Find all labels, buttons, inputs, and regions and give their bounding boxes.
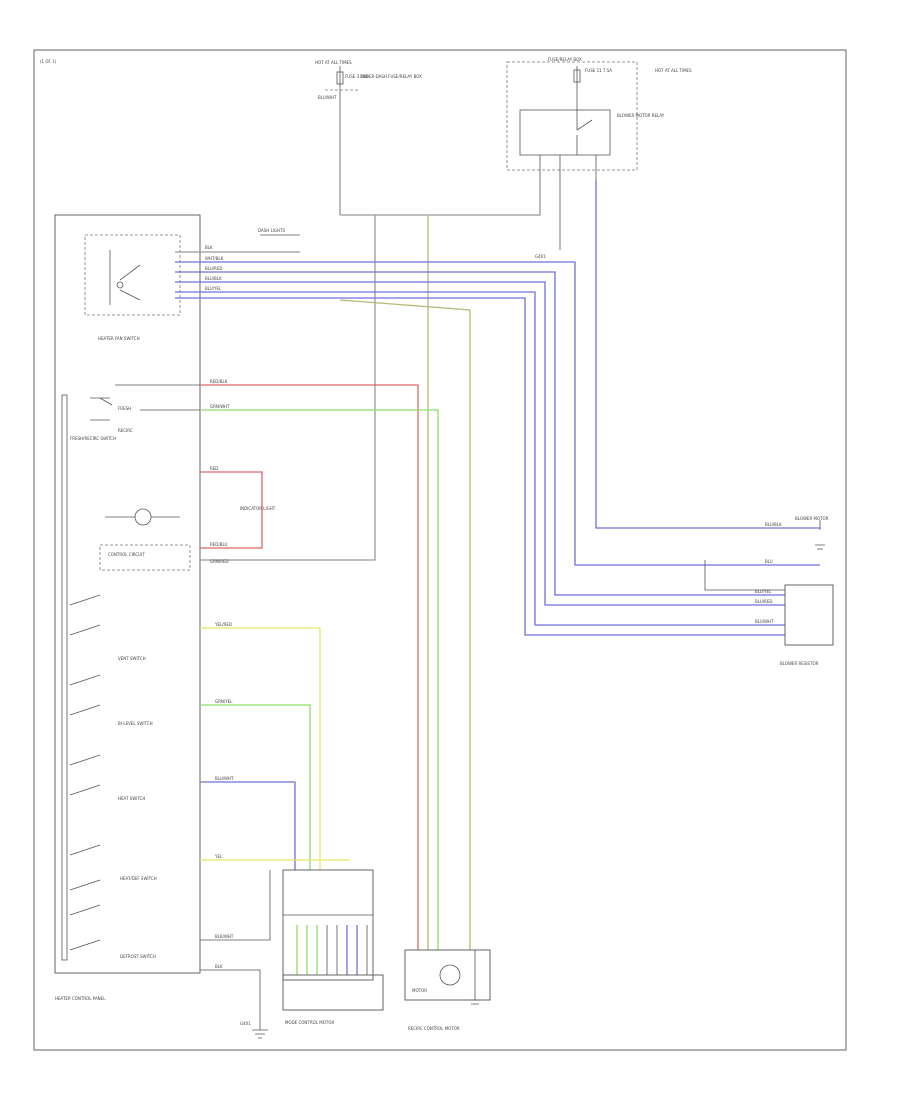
fuse-icon [336, 71, 344, 85]
heater-fan-switch-label: HEATER FAN SWITCH [98, 336, 140, 341]
wire-tag-15: BLK/WHT [215, 934, 234, 939]
blower-motor-label: BLOWER MOTOR [795, 516, 829, 521]
fuse-right-label: FUSE 11 7.5A [585, 68, 612, 73]
ground-symbol-panel [252, 1029, 268, 1039]
heater-fan-switch: HEATER FAN SWITCH [84, 234, 181, 341]
wire-green-mode [200, 704, 311, 870]
junction-top-label: UNDER-DASH FUSE/RELAY BOX [360, 74, 422, 79]
mode-control-motor-label: MODE CONTROL MOTOR [285, 1020, 334, 1025]
fresh-label: FRESH [118, 406, 131, 411]
fan-switch-contacts [109, 250, 141, 305]
dash-lights-label: DASH LIGHTS [258, 228, 286, 233]
relay-box [519, 109, 611, 156]
wire-tag-16: BLK [215, 964, 223, 969]
wire-tag-14: YEL [214, 854, 223, 859]
heat-switch-label: HEAT SWITCH [118, 796, 145, 801]
wire-black-1 [200, 870, 271, 941]
wire-tag-19: BLU/YEL [755, 589, 772, 594]
wire-tag-1: BLK [205, 245, 213, 250]
fresh-recirc-contacts [90, 397, 113, 421]
mode-control-motor: MODE CONTROL MOTOR [282, 869, 384, 1025]
wire-green-recirc [200, 409, 439, 950]
wire-tag-7: GRN/WHT [210, 404, 230, 409]
wire-blue-motor [595, 180, 820, 529]
blower-resistor: BLOWER RESISTOR [704, 560, 834, 666]
wire-blue-mode [200, 781, 296, 870]
vent-switch-label: VENT SWITCH [118, 656, 146, 661]
wire-tag-10: GRN/RED [210, 559, 229, 564]
heater-control-panel-label: HEATER CONTROL PANEL [55, 996, 106, 1001]
hot-right-label: HOT AT ALL TIMES [655, 68, 692, 73]
wire-tag-17: BLU/BLK [765, 522, 782, 527]
top-fuse-block: HOT AT ALL TIMES FUSE 3 10A UNDER-DASH F… [315, 60, 422, 215]
panel-bus [61, 394, 68, 961]
wire-tag-13: BLU/WHT [215, 776, 234, 781]
motor-label: MOTOR [412, 988, 427, 993]
page-corner-label: (1 OF 1) [40, 59, 57, 64]
wire-tag-20: BLU/RED [755, 599, 772, 604]
wire-red-indicator [200, 471, 263, 549]
heater-fan-switch-outline [84, 234, 181, 316]
fuse-relay-box-outline [506, 61, 638, 171]
wire-olive-2 [339, 299, 471, 950]
wire-yellow-mode [200, 627, 321, 870]
control-circuit-box [99, 544, 191, 571]
wire-tag-8: RED [210, 466, 218, 471]
recirc-label: RECIRC [118, 428, 133, 433]
dash-light-wire [230, 234, 300, 253]
defrost-switch-label: DEFROST SWITCH [120, 954, 156, 959]
wire-tag-18: BLU [765, 559, 773, 564]
wire-blue-5 [175, 297, 785, 636]
blower-motor: BLOWER MOTOR [795, 516, 829, 550]
wire-tag-3: BLU/RED [205, 266, 222, 271]
fuse-top-label: FUSE 3 10A [345, 74, 368, 79]
wire-blue-3 [175, 281, 785, 606]
wire-blue-4 [175, 291, 785, 626]
wire-tag-21: BLU/WHT [755, 619, 774, 624]
control-circuit-label: CONTROL CIRCUIT [108, 552, 145, 557]
blower-resistor-outline [784, 584, 834, 646]
wire-tag-11: YEL/RED [214, 622, 232, 627]
fuse-relay-box-label: FUSE/RELAY BOX [548, 57, 582, 62]
fuse-right-icon [573, 69, 581, 83]
blower-resistor-label: BLOWER RESISTOR [780, 661, 819, 666]
wire-tag-5: BLU/YEL [205, 286, 222, 291]
hot-at-all-times-top: HOT AT ALL TIMES [315, 60, 352, 65]
recirc-control-motor: MOTOR RECIRC CONTROL MOTOR [404, 949, 491, 1031]
wire-tag-2: WHT/BLK [205, 256, 224, 261]
heater-control-panel-outline [54, 214, 201, 974]
wire-tag-9: RED/BLU [210, 542, 228, 547]
mode-control-motor-outline [282, 869, 374, 981]
heater-control-panel: HEATER CONTROL PANEL FRESH/RECIRC SWITCH… [54, 214, 201, 1001]
wire-tag-6: RED/BLK [210, 379, 228, 384]
wire-black-gnd [200, 969, 261, 1030]
wire-top-gray [340, 180, 541, 216]
recirc-control-motor-outline [404, 949, 491, 1001]
wire-blue-2 [175, 271, 785, 596]
relay-label: BLOWER MOTOR RELAY [617, 113, 665, 118]
heat-def-switch-label: HEAT/DEF SWITCH [120, 876, 157, 881]
wire-red-recirc [200, 384, 419, 950]
fresh-recirc-switch-label: FRESH/RECIRC SWITCH [70, 436, 116, 441]
ground-label: G401 [240, 1021, 251, 1026]
wire-label-top: BLU/WHT [318, 95, 337, 100]
mode-switch-contacts [69, 594, 101, 951]
wire-tag-12: GRN/YEL [215, 699, 233, 704]
relay-ground-label: G401 [535, 254, 546, 259]
wire-gray-to-panel [200, 215, 376, 561]
wire-blue-1 [175, 261, 820, 566]
motor-icon [439, 964, 461, 986]
fuse-relay-box: FUSE/RELAY BOX FUSE 11 7.5A HOT AT ALL T… [506, 57, 692, 180]
bi-level-switch-label: BI-LEVEL SWITCH [118, 721, 153, 726]
indicator-light-icon [134, 508, 152, 526]
indicator-light-label: INDICATOR LIGHT [240, 506, 276, 511]
wire-tag-4: BLU/BLK [205, 276, 222, 281]
relay-contact [576, 119, 593, 155]
diagram-frame [33, 49, 847, 1051]
recirc-control-motor-label: RECIRC CONTROL MOTOR [408, 1026, 460, 1031]
